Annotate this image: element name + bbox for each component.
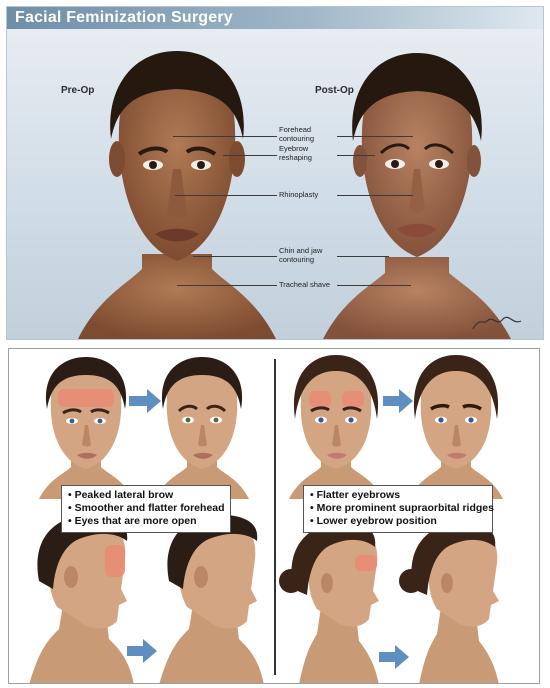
- male-profile-after: [159, 514, 264, 683]
- list-item: • Peaked lateral brow: [68, 489, 174, 501]
- tracheal-label: Tracheal shave: [279, 280, 330, 289]
- female-front-before: [289, 355, 383, 499]
- pre-op-portrait: [78, 51, 276, 339]
- female-profile-after: [399, 522, 499, 683]
- tracheal-leader-right: [337, 285, 411, 286]
- rhinoplasty-leader-right: [337, 195, 413, 196]
- female-changes-list: • Flatter eyebrows • More prominent supr…: [303, 485, 494, 533]
- male-profile-before: [29, 514, 134, 683]
- male-changes-list: • Peaked lateral brow • Smoother and fla…: [61, 485, 231, 533]
- pre-op-label: Pre-Op: [61, 85, 95, 96]
- male-front-after: [155, 357, 249, 499]
- rhinoplasty-label: Rhinoplasty: [279, 190, 319, 199]
- eyebrow-leader-right: [337, 155, 375, 156]
- arrow-right-top: [383, 389, 413, 413]
- figure-title: Facial Feminization Surgery: [15, 9, 233, 26]
- post-op-portrait: [323, 53, 511, 339]
- list-item: • Eyes that are more open: [68, 515, 197, 527]
- list-item: • Lower eyebrow position: [310, 515, 437, 527]
- chin-leader-right: [337, 256, 389, 257]
- bottom-illustration: • Peaked lateral brow • Smoother and fla…: [8, 348, 540, 684]
- title-bar: Facial Feminization Surgery: [7, 7, 543, 29]
- tracheal-leader-left: [177, 285, 277, 286]
- post-op-label: Post-Op: [315, 85, 354, 96]
- chin-leader-left: [193, 256, 277, 257]
- forehead-leader-left: [173, 136, 277, 137]
- chin-label: Chin and jaw contouring: [279, 246, 323, 264]
- arrow-left-bottom: [127, 639, 157, 663]
- female-front-after: [409, 355, 503, 499]
- artist-signature: [472, 316, 522, 330]
- panel-divider: [274, 359, 276, 675]
- list-item: • More prominent supraorbital ridges: [310, 502, 494, 514]
- portrait-illustrations: [78, 51, 522, 339]
- eyebrow-label: Eyebrow reshaping: [279, 144, 312, 162]
- list-item: • Flatter eyebrows: [310, 489, 401, 501]
- eyebrow-leader-left: [223, 155, 277, 156]
- arrow-left-top: [129, 389, 161, 413]
- forehead-label: Forehead contouring: [279, 125, 315, 143]
- rhinoplasty-leader-left: [175, 195, 277, 196]
- arrow-right-bottom: [379, 645, 409, 669]
- female-profile-before: [279, 522, 379, 683]
- list-item: • Smoother and flatter forehead: [68, 502, 225, 514]
- forehead-leader-right: [337, 136, 413, 137]
- male-front-before: [39, 357, 133, 499]
- top-illustration: Facial Feminization Surgery Pre-Op Post-…: [6, 6, 544, 340]
